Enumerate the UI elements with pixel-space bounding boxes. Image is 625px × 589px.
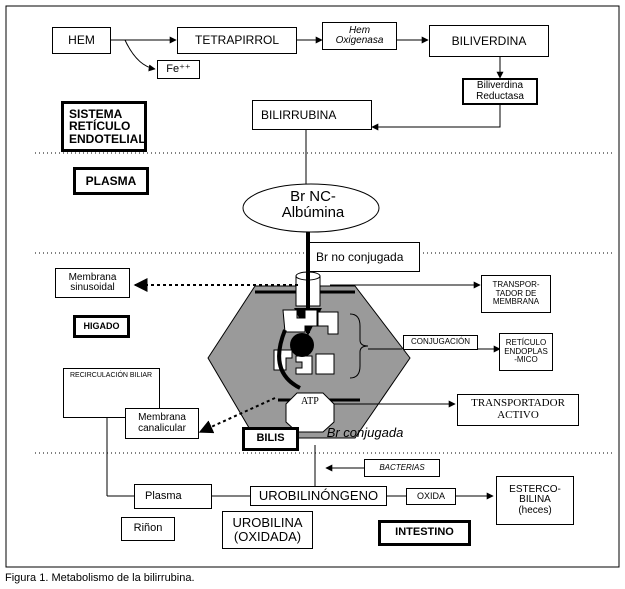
er-piece-4 [295,355,313,375]
arrow-hem-fe [124,39,156,72]
albumina-ellipse [242,183,380,233]
bilirrubina-box: BILIRRUBINA [252,100,372,130]
atp-pump [285,392,335,433]
arrow-reductasa-bilirrubina [371,105,501,131]
fe-box: Fe⁺⁺ [157,60,200,79]
biliverdina-box: BILIVERDINA [429,25,549,57]
estercobilina-box: ESTERCO- BILINA (heces) [496,476,574,525]
higado-label: HIGADO [73,315,130,338]
membrana-sinusoidal-box: Membrana sinusoidal [55,268,130,298]
reticulo-endoplasmico-box: RETÍCULO ENDOPLAS -MICO [499,333,553,371]
transportador-activo-box: TRANSPORTADOR ACTIVO [457,394,579,426]
br-no-conjugada-box: Br no conjugada [309,242,420,272]
conjugation-brace [349,313,369,379]
arrow-to-membrana-canalicular [198,397,276,434]
export-curve [277,329,301,390]
er-piece-1 [282,309,318,333]
figure-caption: Figura 1. Metabolismo de la bilirrubina. [5,572,195,584]
intestino-label: INTESTINO [378,520,471,546]
rinon-box: Riñon [121,517,175,541]
br-conjugada-box: Br conjugada [326,425,404,441]
hem-oxigenasa-box: Hem Oxigenasa [322,22,397,50]
bacterias-box: BACTERIAS [364,459,440,477]
sistema-reticulo-endotelial-box: SISTEMA RETÍCULO ENDOTELIAL [61,101,147,152]
urobilinogeno-box: UROBILINÓNGENO [250,486,387,506]
hem-box: HEM [52,27,111,54]
bilis-label: BILIS [242,427,299,451]
plasma-region-label: PLASMA [73,167,149,195]
biliverdina-reductasa-box: Biliverdina Reductasa [462,78,538,105]
er-piece-2 [317,311,339,335]
tetrapirrol-box: TETRAPIRROL [177,27,297,54]
conjugacion-box: CONJUGACIÓN [403,335,478,350]
plasma-box: Plasma [134,484,212,509]
urobilina-box: UROBILINA (OXIDADA) [222,511,313,549]
conjugation-enzyme [290,333,314,357]
br-nc-albumina-label: Br NC- Albúmina [281,188,345,221]
membrana-canalicular-box: Membrana canalicular [125,408,199,439]
figure-frame [5,5,620,568]
transportador-membrana-box: TRANSPOR- TADOR DE MEMBRANA [481,275,551,313]
er-piece-5 [315,353,335,375]
oxida-box: OXIDA [406,488,456,505]
atp-label: ATP [301,396,319,407]
